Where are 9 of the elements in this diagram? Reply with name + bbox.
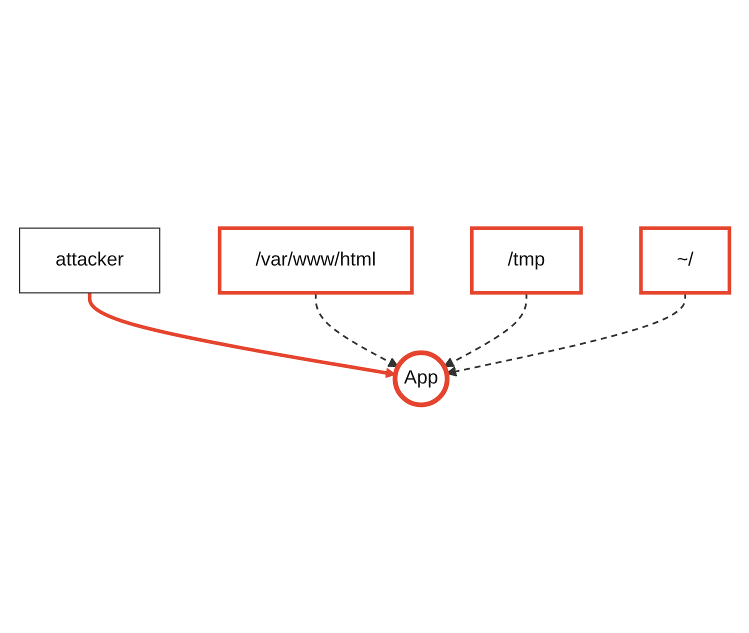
- arrow: [314, 292, 399, 368]
- node-box: ~/: [639, 226, 732, 295]
- node-box: /tmp: [470, 226, 583, 295]
- arrow: [446, 292, 686, 377]
- node-circle: App: [392, 350, 450, 408]
- arrow: [444, 292, 528, 368]
- node-box: attacker: [18, 228, 160, 294]
- arrow: [88, 292, 396, 378]
- node-box: /var/www/html: [218, 226, 414, 295]
